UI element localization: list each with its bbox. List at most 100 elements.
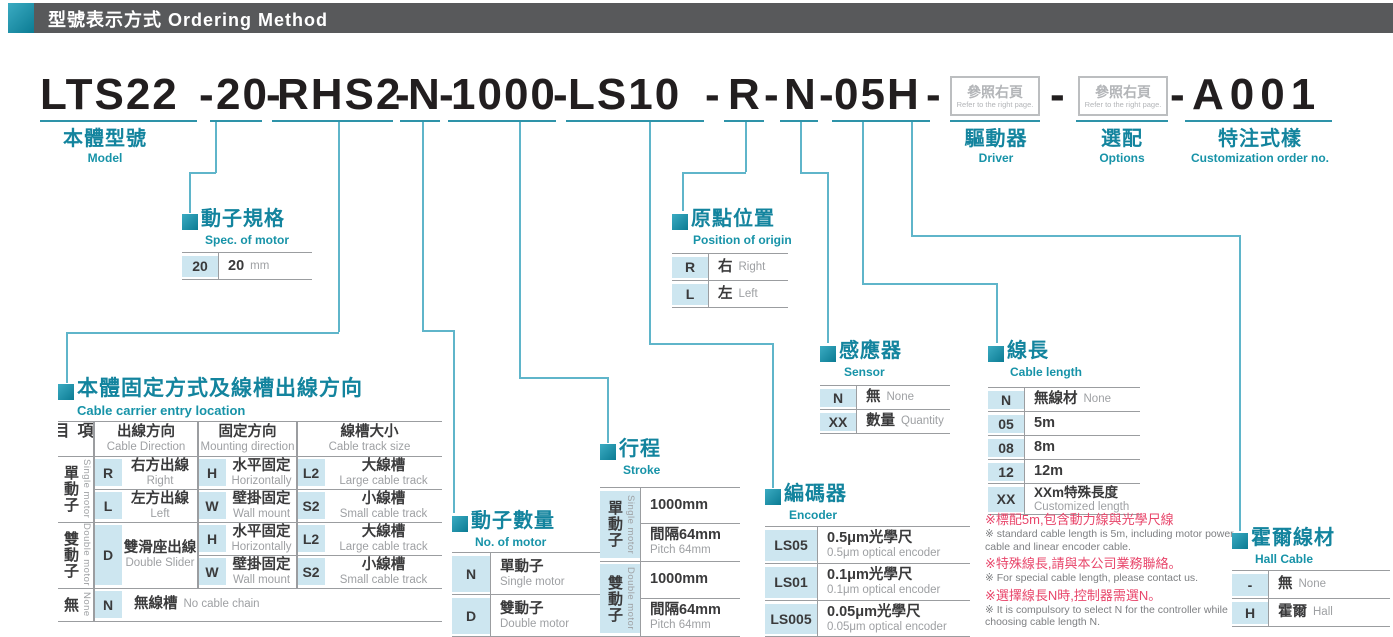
refer-box-en: Refer to the right page. — [956, 99, 1034, 109]
desc-en: Left — [150, 507, 170, 520]
desc-en: Large cable track — [339, 474, 428, 487]
connector-line — [422, 330, 454, 332]
section-bullet-icon — [765, 489, 781, 505]
note-gray: ※ standard cable length is 5m, including… — [985, 528, 1234, 553]
segment-underline — [566, 120, 704, 122]
code-cell: H — [198, 456, 226, 490]
segment-underline — [448, 120, 556, 122]
connector-line — [682, 172, 684, 211]
code-cell: N — [94, 588, 122, 622]
desc-en: Right — [738, 260, 766, 273]
desc-en: Horizontally — [231, 474, 292, 487]
code-cell: R — [672, 254, 708, 281]
label-model: 本體型號 Model — [35, 127, 175, 166]
segment-underline — [724, 120, 764, 122]
code-cell: H — [1232, 599, 1268, 627]
note-red: ※標配5m,包含動力線與光學尺線 — [985, 512, 1174, 527]
connector-line — [911, 235, 1241, 237]
group-zh: 雙動子 — [606, 574, 623, 623]
desc-zh: 0.05μm光學尺 — [827, 603, 921, 620]
desc-zh: 無 — [866, 389, 881, 405]
label-options: 選配 Options — [1070, 127, 1174, 166]
desc-zh: 霍爾 — [1278, 604, 1307, 620]
desc-zh: 5m — [1034, 415, 1055, 431]
code-cell: N — [988, 388, 1024, 412]
hyphen: - — [926, 70, 941, 119]
connector-line — [800, 172, 829, 174]
refer-box-zh: 參照右頁 — [967, 83, 1023, 100]
stroke-zh: 間隔64mm — [650, 527, 721, 543]
encoder-title-zh: 編碼器 — [784, 483, 847, 505]
table-divider — [197, 421, 199, 589]
stroke-title-en: Stroke — [623, 463, 661, 477]
desc-zh: 0.1μm光學尺 — [827, 567, 913, 583]
code-value: H — [198, 459, 226, 486]
desc-zh: 20 — [228, 257, 245, 274]
code-value: D — [94, 525, 122, 585]
label-options-en: Options — [1099, 151, 1145, 165]
refer-box-en: Refer to the right page. — [1084, 99, 1162, 109]
segment-underline — [40, 120, 197, 122]
code-value: R — [94, 459, 122, 486]
code-cell: LS005 — [765, 601, 817, 637]
table-divider — [296, 421, 298, 589]
model-segment-carrier: RHS2 — [277, 70, 403, 119]
header-bar — [10, 3, 1393, 33]
connector-line — [827, 172, 829, 343]
hyphen: - — [1170, 70, 1185, 119]
code-cell: S2 — [297, 555, 325, 589]
desc-en: Double Slider — [125, 557, 195, 569]
desc-zh: 無線材 — [1034, 391, 1078, 407]
desc-zh: 大線槽 — [361, 523, 406, 540]
model-segment-motor-count: N — [408, 70, 442, 119]
header-en: Cable track size — [328, 440, 411, 453]
group-zh: 無 — [62, 596, 79, 613]
spec-motor-title-zh: 動子規格 — [201, 208, 285, 230]
connector-line — [189, 172, 191, 213]
code-cell: 05 — [988, 412, 1024, 436]
desc-en: Customized length — [1034, 501, 1130, 513]
hall-title-zh: 霍爾線材 — [1251, 527, 1335, 549]
group-en: None — [81, 592, 92, 617]
code-cell: W — [198, 555, 226, 589]
header-zh: 線槽大小 — [340, 423, 399, 440]
desc-zh: 水平固定 — [232, 523, 291, 540]
desc-en: None — [1298, 578, 1327, 590]
model-segment-custom: A001 — [1192, 70, 1322, 119]
desc-en: None — [886, 391, 915, 403]
code-cell: L — [94, 489, 122, 523]
desc-en: 0.5μm optical encoder — [827, 547, 941, 559]
label-custom: 特注式樣 Customization order no. — [1165, 127, 1355, 166]
code-value: N — [820, 388, 856, 407]
group-zh: 單動子 — [62, 465, 79, 513]
cable-length-title-en: Cable length — [1010, 365, 1083, 379]
desc-en: Right — [146, 474, 174, 487]
connector-line — [996, 283, 998, 343]
code-cell: L2 — [297, 456, 325, 490]
segment-underline — [1076, 120, 1168, 122]
desc-en: Quantity — [901, 415, 944, 427]
code-value: N — [988, 390, 1024, 409]
connector-line — [862, 283, 998, 285]
code-value: R — [672, 256, 708, 278]
desc-en: Small cable track — [339, 507, 428, 520]
code-cell: LS05 — [765, 527, 817, 564]
connector-line — [772, 343, 774, 488]
desc-en: Small cable track — [339, 573, 428, 586]
